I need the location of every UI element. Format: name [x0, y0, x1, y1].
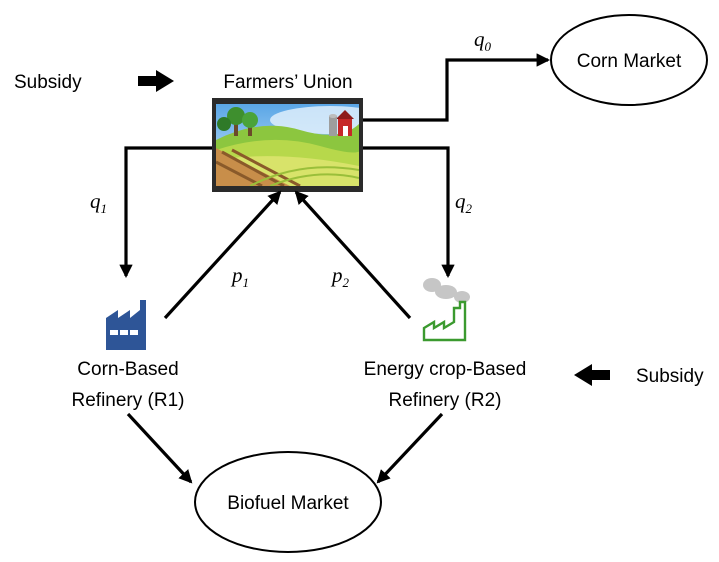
subsidy-left-arrow-icon [138, 70, 174, 92]
biofuel-market-label: Biofuel Market [227, 493, 349, 514]
green-factory-smoke-icon [422, 278, 470, 342]
p1-label: p1 [230, 263, 249, 290]
p2-label: p2 [330, 263, 350, 290]
q0-flow-arrow [363, 53, 551, 122]
corn-market-node [550, 14, 708, 106]
q1-flow-arrow [119, 146, 212, 279]
energy-refinery-label-line1: Energy crop-Based [364, 359, 527, 380]
subsidy-right-label: Subsidy [636, 366, 704, 387]
farmers-union-label: Farmers’ Union [223, 72, 352, 93]
p2-flow-arrow [294, 190, 412, 320]
subsidy-left-label: Subsidy [14, 72, 82, 93]
q0-label: q0 [474, 27, 492, 54]
p1-flow-arrow [163, 190, 282, 320]
corn-refinery-label-line2: Refinery (R1) [72, 390, 185, 411]
q2-label: q2 [455, 189, 473, 216]
q1-label: q1 [90, 189, 107, 216]
subsidy-right-arrow-icon [574, 364, 610, 386]
factory-icon [106, 300, 146, 350]
corn-refinery-label-line1: Corn-Based [77, 359, 178, 380]
farm-landscape-icon [212, 98, 363, 192]
biofuel-market-node [194, 451, 382, 553]
r2-to-biofuel-arrow [376, 412, 444, 484]
corn-market-label: Corn Market [577, 51, 682, 72]
r1-to-biofuel-arrow [126, 412, 193, 484]
q2-flow-arrow [363, 146, 455, 279]
energy-refinery-label-line2: Refinery (R2) [389, 390, 502, 411]
